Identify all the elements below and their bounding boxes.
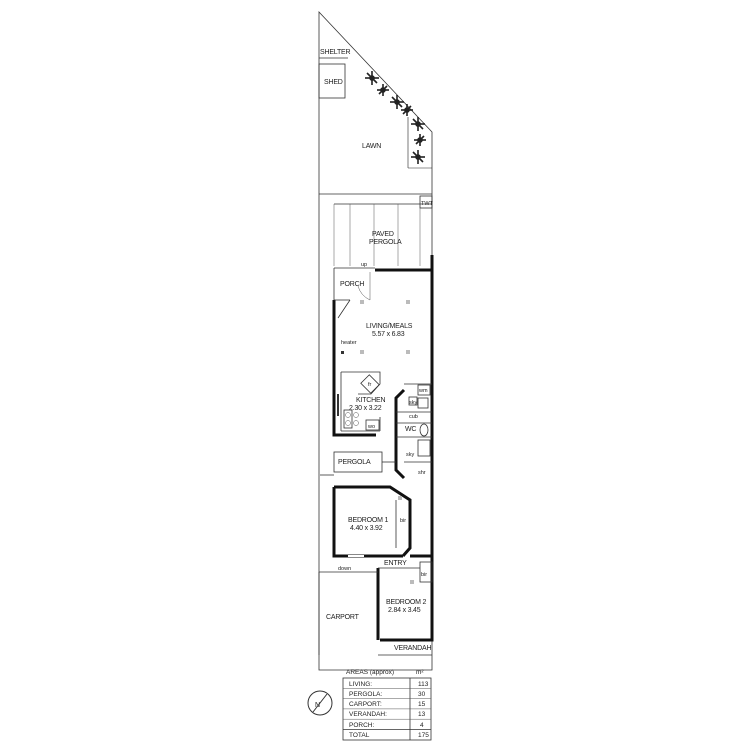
down-label: down: [338, 566, 351, 572]
house-walls: [332, 255, 434, 642]
areas-table: AREAS (approx) m² LIVING: 113 PERGOLA: 3…: [342, 669, 432, 741]
areas-row-label: LIVING:: [349, 681, 372, 688]
areas-row-value: 113: [418, 681, 429, 688]
kitchen-label: KITCHEN: [356, 397, 385, 404]
cub-label: cub: [409, 414, 418, 420]
water-tank: TWT: [419, 195, 434, 209]
areas-row-label: PORCH:: [349, 722, 374, 729]
areas-row-label: PERGOLA:: [349, 691, 382, 698]
areas-row-value: 15: [418, 701, 426, 708]
shed-label: SHED: [324, 79, 343, 86]
kitchen: fr KITCHEN 2.30 x 3.22 wo: [337, 371, 386, 432]
bedroom2-dim: 2.84 x 3.45: [388, 607, 421, 614]
living-meals: LIVING/MEALS 5.57 x 6.83 heater: [337, 299, 413, 354]
verandah-label: VERANDAH: [394, 645, 431, 652]
kitchen-dim: 2.30 x 3.22: [349, 405, 382, 412]
side-pergola-label: PERGOLA: [338, 459, 371, 466]
verandah: VERANDAH: [378, 645, 432, 656]
carport: CARPORT: [318, 572, 360, 655]
fr-label: fr: [368, 382, 372, 388]
wm-label: wm: [418, 388, 428, 394]
bedroom2-label: BEDROOM 2: [386, 599, 427, 606]
entry-label: ENTRY: [384, 560, 407, 567]
side-pergola: PERGOLA: [320, 451, 396, 476]
paved-label: PAVED: [372, 231, 394, 238]
wo-label: wo: [367, 424, 375, 430]
areas-row-label: VERANDAH:: [349, 711, 387, 718]
areas-row-value: 13: [418, 711, 426, 718]
bedroom1-dim: 4.40 x 3.92: [350, 525, 383, 532]
porch: PORCH: [333, 268, 371, 301]
north-letter: N: [315, 702, 320, 709]
porch-label: PORCH: [340, 281, 364, 288]
carport-label: CARPORT: [326, 614, 360, 621]
bedroom-2: BEDROOM 2 2.84 x 3.45: [378, 567, 427, 614]
wc-label: WC: [405, 426, 416, 433]
sky2-label: sky: [406, 452, 415, 458]
bedroom-1: BEDROOM 1 4.40 x 3.92 bir: [334, 485, 412, 557]
shr-label: shr: [418, 470, 426, 476]
areas-total-value: 175: [418, 732, 429, 739]
shelter: SHELTER: [319, 49, 351, 59]
entry: down ENTRY bir: [319, 554, 433, 583]
site-boundary: [318, 10, 433, 671]
north-arrow-icon: N: [307, 690, 333, 716]
wet-areas: wm sky cub WC sky shr: [394, 383, 432, 480]
shelter-label: SHELTER: [320, 49, 351, 56]
shed: SHED: [318, 63, 346, 99]
up-label: up: [361, 262, 367, 268]
areas-total-label: TOTAL: [349, 732, 370, 739]
paved-pergola: PAVED PERGOLA: [333, 203, 432, 266]
areas-title: AREAS (approx): [346, 669, 394, 676]
pergola-top-label: PERGOLA: [369, 239, 402, 246]
living-label: LIVING/MEALS: [366, 323, 413, 330]
shrubs: [365, 71, 432, 169]
bedroom1-label: BEDROOM 1: [348, 517, 389, 524]
bir2-label: bir: [421, 572, 427, 578]
heater-label: heater: [341, 340, 357, 346]
lawn-label: LAWN: [362, 143, 381, 150]
sky1-label: sky: [409, 400, 418, 406]
areas-unit: m²: [416, 669, 424, 676]
areas-row-value: 30: [418, 691, 426, 698]
living-dim: 5.57 x 6.83: [372, 331, 405, 338]
bir1-label: bir: [400, 518, 406, 524]
areas-row-value: 4: [420, 722, 424, 729]
areas-row-label: CARPORT:: [349, 701, 382, 708]
